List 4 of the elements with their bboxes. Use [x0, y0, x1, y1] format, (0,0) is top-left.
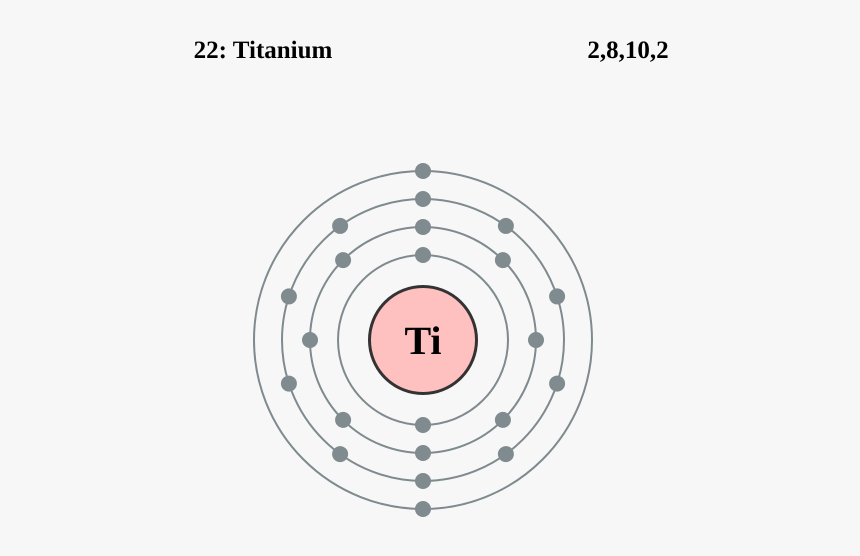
- element-symbol: Ti: [404, 316, 442, 364]
- electron-configuration: 2,8,10,2: [587, 36, 669, 66]
- title: 22: Titanium: [194, 36, 332, 66]
- nucleus-circle: [368, 285, 478, 395]
